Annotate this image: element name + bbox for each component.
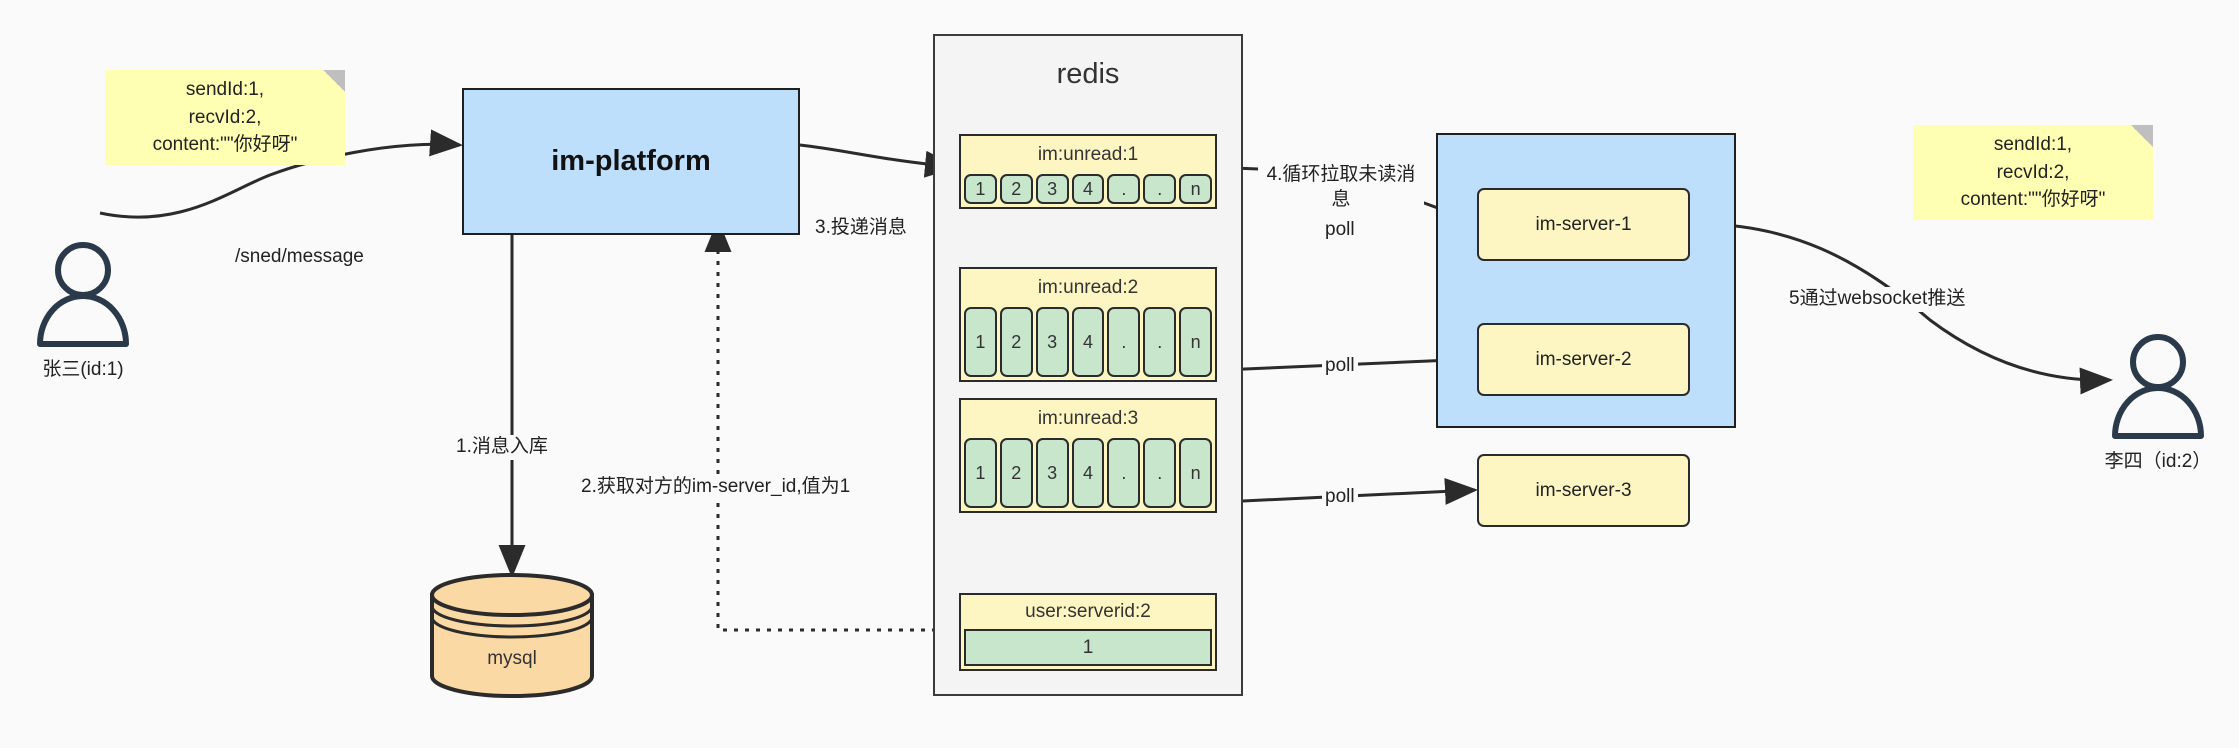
list-cell: .: [1107, 174, 1141, 204]
mysql-label: mysql: [487, 648, 537, 669]
list-cell: 4: [1071, 438, 1105, 508]
im-server-1[interactable]: im-server-1: [1477, 188, 1690, 261]
redis-list-1-cells: 1 2 3 4 . . n: [964, 174, 1213, 204]
im-server-3-label: im-server-3: [1535, 479, 1632, 501]
actor-receiver: 李四（id:2）: [2093, 330, 2223, 473]
edge-label-poll-3: poll: [1322, 485, 1358, 510]
list-cell: 1: [964, 438, 997, 508]
list-cell: .: [1107, 307, 1141, 377]
redis-list-2[interactable]: im:unread:2 1 2 3 4 . . n: [959, 267, 1217, 382]
list-cell: n: [1179, 438, 1213, 508]
list-cell: 3: [1035, 438, 1069, 508]
note-fold-icon: [323, 70, 345, 92]
list-cell: 3: [1035, 174, 1069, 204]
edge-label-step5: 5通过websocket推送: [1786, 287, 1969, 312]
redis-list-2-key: im:unread:2: [1037, 277, 1139, 298]
list-cell: 1: [964, 307, 997, 377]
list-cell: 2: [999, 307, 1033, 377]
edge-label-step4: 4.循环拉取未读消 息: [1258, 163, 1424, 213]
edge-label-poll-2: poll: [1322, 354, 1358, 379]
list-cell: 1: [964, 174, 997, 204]
list-cell: 2: [999, 438, 1033, 508]
database-cylinder-icon: [430, 573, 594, 698]
im-server-2[interactable]: im-server-2: [1477, 323, 1690, 396]
redis-list-1-key: im:unread:1: [1037, 144, 1139, 165]
message-note-left: sendId:1, recvId:2, content:""你好呀": [105, 70, 345, 165]
redis-list-3[interactable]: im:unread:3 1 2 3 4 . . n: [959, 398, 1217, 513]
im-platform-label: im-platform: [551, 145, 711, 177]
list-cell: 4: [1071, 307, 1105, 377]
actor-sender-label: 张三(id:1): [42, 359, 124, 380]
list-cell: .: [1107, 438, 1141, 508]
redis-kv-value: 1: [964, 629, 1212, 666]
redis-list-3-cells: 1 2 3 4 . . n: [964, 438, 1213, 508]
list-cell: 4: [1071, 174, 1105, 204]
list-cell: 3: [1035, 307, 1069, 377]
user-icon: [2112, 334, 2204, 439]
redis-list-2-cells: 1 2 3 4 . . n: [964, 307, 1213, 377]
mysql-database[interactable]: mysql: [427, 573, 597, 698]
list-cell: n: [1179, 307, 1213, 377]
list-cell: 2: [999, 174, 1033, 204]
actor-sender: 张三(id:1): [18, 238, 148, 381]
list-cell: n: [1179, 174, 1213, 204]
actor-receiver-label: 李四（id:2）: [2104, 451, 2212, 472]
redis-list-3-key: im:unread:3: [1037, 408, 1139, 429]
list-cell: .: [1143, 174, 1177, 204]
note-fold-icon: [2131, 125, 2153, 147]
edge-label-step2: 2.获取对方的im-server_id,值为1: [578, 475, 854, 500]
im-platform-box[interactable]: im-platform: [462, 88, 800, 235]
edge-label-send-message: /sned/message: [232, 245, 367, 270]
edge-label-step1: 1.消息入库: [453, 435, 551, 460]
note-text: sendId:1, recvId:2, content:""你好呀": [1960, 134, 2106, 211]
list-cell: .: [1143, 307, 1177, 377]
note-text: sendId:1, recvId:2, content:""你好呀": [152, 79, 298, 156]
redis-title: redis: [1056, 58, 1120, 90]
redis-kv-user-serverid[interactable]: user:serverid:2 1: [959, 593, 1217, 671]
message-note-right: sendId:1, recvId:2, content:""你好呀": [1913, 125, 2153, 220]
redis-kv-key: user:serverid:2: [1025, 601, 1151, 622]
list-cell: .: [1143, 438, 1177, 508]
user-icon: [37, 242, 129, 347]
im-server-3[interactable]: im-server-3: [1477, 454, 1690, 527]
edge-label-step3: 3.投递消息: [812, 216, 910, 241]
redis-list-1[interactable]: im:unread:1 1 2 3 4 . . n: [959, 134, 1217, 209]
im-server-1-label: im-server-1: [1535, 213, 1632, 235]
im-server-2-label: im-server-2: [1535, 348, 1632, 370]
edge-label-poll-1: poll: [1322, 218, 1358, 243]
